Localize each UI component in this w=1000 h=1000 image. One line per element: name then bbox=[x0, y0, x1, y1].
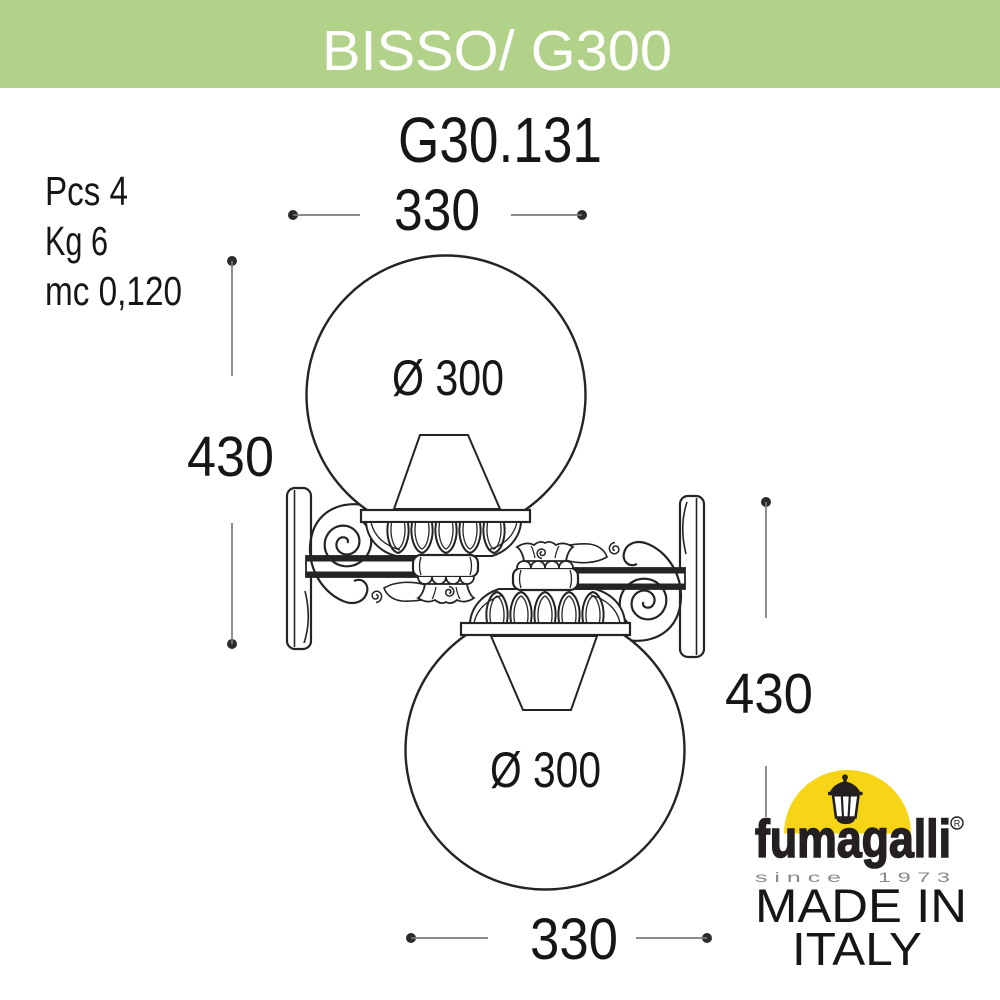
svg-text:Ø 300: Ø 300 bbox=[490, 742, 601, 798]
svg-text:330: 330 bbox=[394, 178, 480, 243]
svg-text:BISSO/ G300: BISSO/ G300 bbox=[322, 19, 672, 83]
svg-text:430: 430 bbox=[187, 425, 274, 489]
svg-text:Pcs 4: Pcs 4 bbox=[45, 168, 128, 214]
svg-text:Kg 6: Kg 6 bbox=[45, 218, 108, 264]
svg-text:MADE IN: MADE IN bbox=[755, 879, 967, 932]
svg-text:mc 0,120: mc 0,120 bbox=[45, 268, 182, 314]
svg-text:fumagalli: fumagalli bbox=[755, 810, 951, 869]
svg-text:ITALY: ITALY bbox=[792, 923, 922, 975]
svg-text:s i n c e: s i n c e bbox=[755, 869, 841, 885]
svg-text:G30.131: G30.131 bbox=[398, 104, 602, 176]
svg-text:1 9 7 3: 1 9 7 3 bbox=[878, 869, 950, 885]
svg-text:330: 330 bbox=[530, 907, 618, 972]
svg-text:Ø 300: Ø 300 bbox=[392, 350, 504, 406]
svg-text:R: R bbox=[954, 819, 961, 829]
svg-text:430: 430 bbox=[725, 662, 813, 726]
